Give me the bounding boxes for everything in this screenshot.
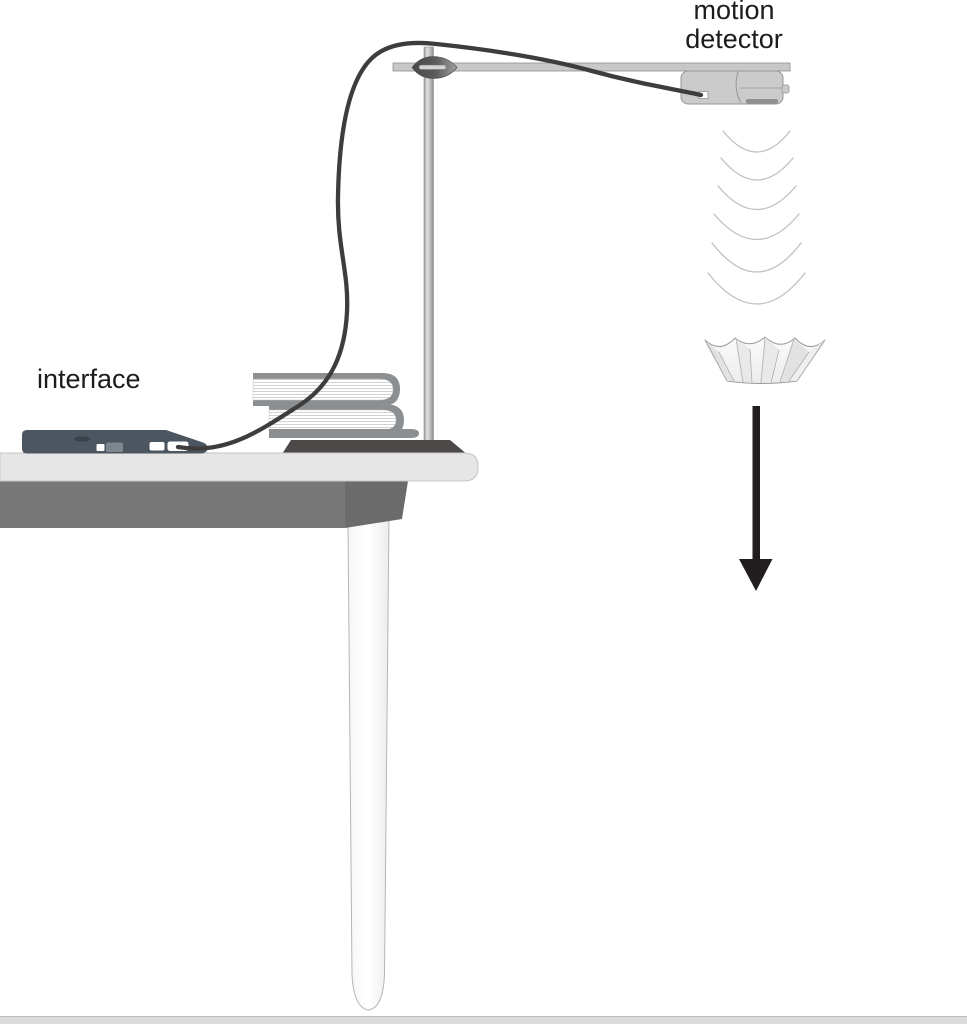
bottom-book-back-cover bbox=[269, 429, 419, 438]
detector-divider bbox=[735, 71, 742, 104]
books bbox=[252, 373, 419, 438]
stand-pole bbox=[423, 46, 434, 443]
interface-button-small bbox=[96, 444, 105, 451]
interface-button-gray bbox=[106, 442, 123, 452]
interface-slot bbox=[74, 436, 90, 442]
detector-sensor-strip bbox=[746, 99, 778, 104]
arrow-head bbox=[739, 559, 773, 591]
stand-base bbox=[283, 440, 465, 453]
fall-arrow bbox=[739, 406, 773, 591]
wave-arc bbox=[707, 272, 806, 305]
wave-arc bbox=[713, 213, 800, 240]
motion-detector-label: motion detector bbox=[685, 0, 783, 54]
interface-label: interface bbox=[37, 364, 141, 394]
table-leg-block bbox=[345, 481, 408, 528]
motion-detector-device bbox=[680, 70, 790, 105]
wave-arc bbox=[711, 242, 802, 273]
interface-port-1 bbox=[149, 442, 165, 451]
table-apron bbox=[0, 481, 345, 528]
wave-arc bbox=[717, 185, 797, 210]
coffee-filter bbox=[704, 336, 826, 384]
cable-path bbox=[175, 40, 704, 451]
clamp-screw-slot bbox=[418, 64, 447, 70]
sound-waves bbox=[707, 130, 806, 305]
floor bbox=[0, 1016, 967, 1024]
table-top bbox=[0, 452, 479, 482]
top-book-pages bbox=[252, 378, 394, 401]
filter-pleats bbox=[705, 337, 825, 384]
detector-tab bbox=[781, 84, 790, 94]
interface-device bbox=[22, 430, 208, 454]
cable bbox=[175, 40, 704, 451]
arrow-shaft bbox=[752, 406, 760, 562]
wave-arc bbox=[722, 130, 791, 153]
table bbox=[0, 452, 479, 1011]
table-leg bbox=[347, 516, 390, 1011]
wave-arc bbox=[720, 157, 794, 181]
ring-stand bbox=[283, 46, 791, 453]
